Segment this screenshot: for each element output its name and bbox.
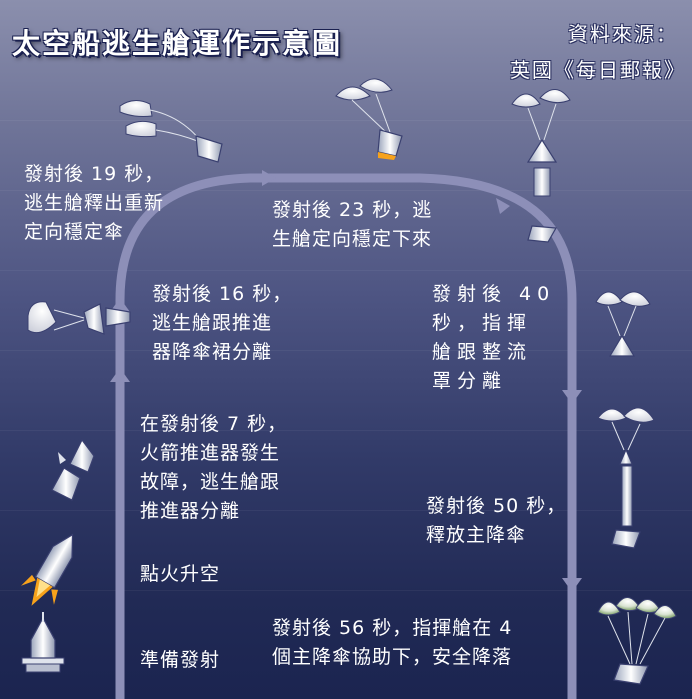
drogue-16s-icon xyxy=(27,301,131,335)
arrow-right-icon xyxy=(262,170,276,186)
drogue-pair-icon xyxy=(595,291,651,357)
path-arrow-icons xyxy=(110,170,582,592)
step-reorient-19s: 發射後 19 秒， 逃生艙釋出重新 定向穩定傘 xyxy=(24,163,165,243)
arrow-right-icon xyxy=(496,198,510,214)
step-separation-16s: 發射後 16 秒， 逃生艙跟推進 器降傘裙分離 xyxy=(152,283,293,363)
step-main-chute-50s: 發射後 50 秒， 釋放主降傘 xyxy=(426,495,567,546)
main-chute-50s-icon xyxy=(597,407,655,549)
diagram-title: 太空船逃生艙運作示意圖 xyxy=(12,27,343,60)
source-label: 資料來源： xyxy=(568,22,678,46)
landing-56s-icon xyxy=(597,597,677,685)
rocket-launch-icon xyxy=(21,533,74,606)
source-name: 英國《每日郵報》 xyxy=(510,58,686,82)
stabilized-23s-icon xyxy=(335,78,403,160)
reorient-19s-icon xyxy=(119,100,223,163)
arrow-down-icon xyxy=(562,578,582,592)
arrow-down-icon xyxy=(562,390,582,404)
step-landing-56s: 發射後 56 秒，指揮艙在 4 個主降傘協助下，安全降落 xyxy=(272,617,513,668)
flight-path xyxy=(115,173,577,699)
rocket-on-pad-icon xyxy=(21,612,65,673)
step-prepare: 準備發射 xyxy=(140,649,221,671)
step-ignition: 點火升空 xyxy=(140,563,221,585)
separation-7s-icon xyxy=(51,438,95,501)
step-failure-7s: 在發射後 7 秒， 火箭推進器發生 故障，逃生艙跟 推進器分離 xyxy=(140,413,288,522)
arrow-up-icon xyxy=(110,368,130,382)
arrow-up-icon xyxy=(110,298,130,312)
step-fairing-40s: 發射後 40 秒，指揮 艙跟整流 罩分離 xyxy=(432,283,556,392)
step-stabilized-23s: 發射後 23 秒，逃 生艙定向穩定下來 xyxy=(272,199,433,250)
fairing-separation-40s-icon xyxy=(511,89,571,243)
